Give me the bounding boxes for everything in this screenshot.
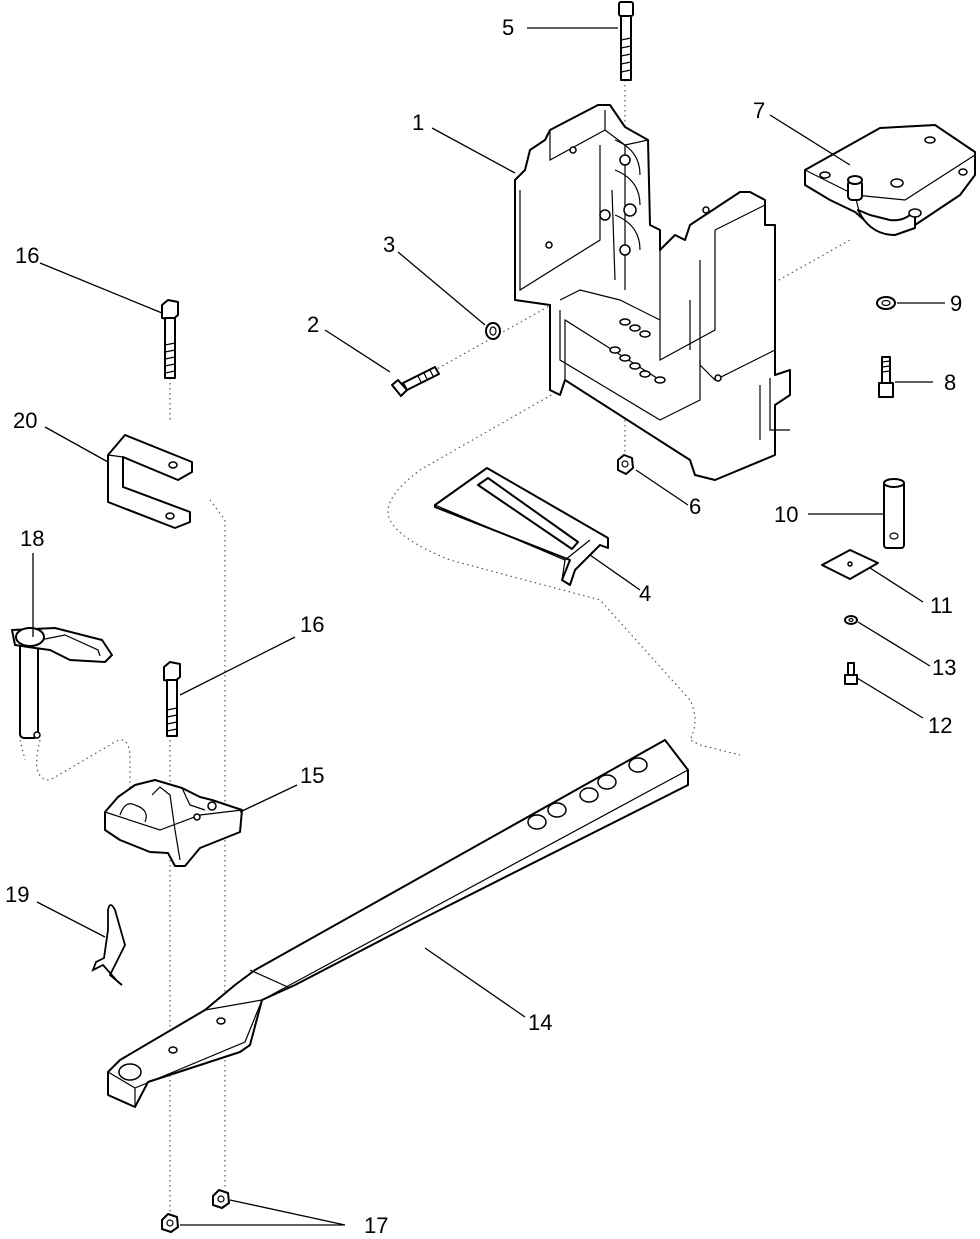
nut-part bbox=[617, 454, 634, 475]
callout-9: 9 bbox=[950, 291, 962, 316]
callout-16-lower: 16 bbox=[300, 612, 324, 637]
callout-15: 15 bbox=[300, 763, 324, 788]
hitch-bracket-part bbox=[514, 104, 791, 481]
callout-16-upper: 16 bbox=[15, 243, 39, 268]
top-plate-part bbox=[804, 124, 976, 236]
leader-lines bbox=[32, 27, 945, 1226]
drawbar-part bbox=[107, 739, 689, 1108]
linch-pin-part bbox=[11, 627, 113, 739]
r-clip-part bbox=[91, 904, 126, 986]
bolt-16-upper-part bbox=[161, 299, 179, 379]
clevis-hook-part bbox=[104, 779, 243, 867]
small-screw-part bbox=[844, 662, 858, 685]
pin-part bbox=[883, 478, 905, 549]
washer-part bbox=[485, 322, 501, 340]
callout-19: 19 bbox=[5, 882, 29, 907]
callout-10: 10 bbox=[774, 502, 798, 527]
bolt-16-lower-part bbox=[163, 661, 181, 737]
bolt-long-part bbox=[618, 1, 634, 81]
nuts-17-part bbox=[161, 1189, 230, 1233]
callout-2: 2 bbox=[307, 312, 319, 337]
bolt-right-part bbox=[878, 356, 894, 398]
callout-4: 4 bbox=[639, 581, 651, 606]
callout-3: 3 bbox=[383, 232, 395, 257]
callout-6: 6 bbox=[689, 494, 701, 519]
callout-labels: 1 2 3 4 5 6 7 8 9 10 11 12 13 14 15 16 1… bbox=[5, 15, 962, 1238]
callout-12: 12 bbox=[928, 713, 952, 738]
callout-1: 1 bbox=[412, 110, 424, 135]
u-bracket-part bbox=[107, 434, 193, 529]
washer-right-part bbox=[876, 296, 896, 310]
callout-8: 8 bbox=[944, 370, 956, 395]
slotted-plate-part bbox=[434, 467, 609, 586]
callout-13: 13 bbox=[932, 655, 956, 680]
callout-5: 5 bbox=[502, 15, 514, 40]
callout-11: 11 bbox=[930, 593, 953, 618]
bolt-short-part bbox=[391, 366, 440, 397]
callout-18: 18 bbox=[20, 526, 44, 551]
small-washer-part bbox=[844, 615, 858, 625]
callout-17: 17 bbox=[364, 1213, 388, 1238]
square-plate-part bbox=[821, 549, 879, 580]
callout-7: 7 bbox=[753, 98, 765, 123]
callout-14: 14 bbox=[528, 1010, 552, 1035]
callout-20: 20 bbox=[13, 408, 37, 433]
